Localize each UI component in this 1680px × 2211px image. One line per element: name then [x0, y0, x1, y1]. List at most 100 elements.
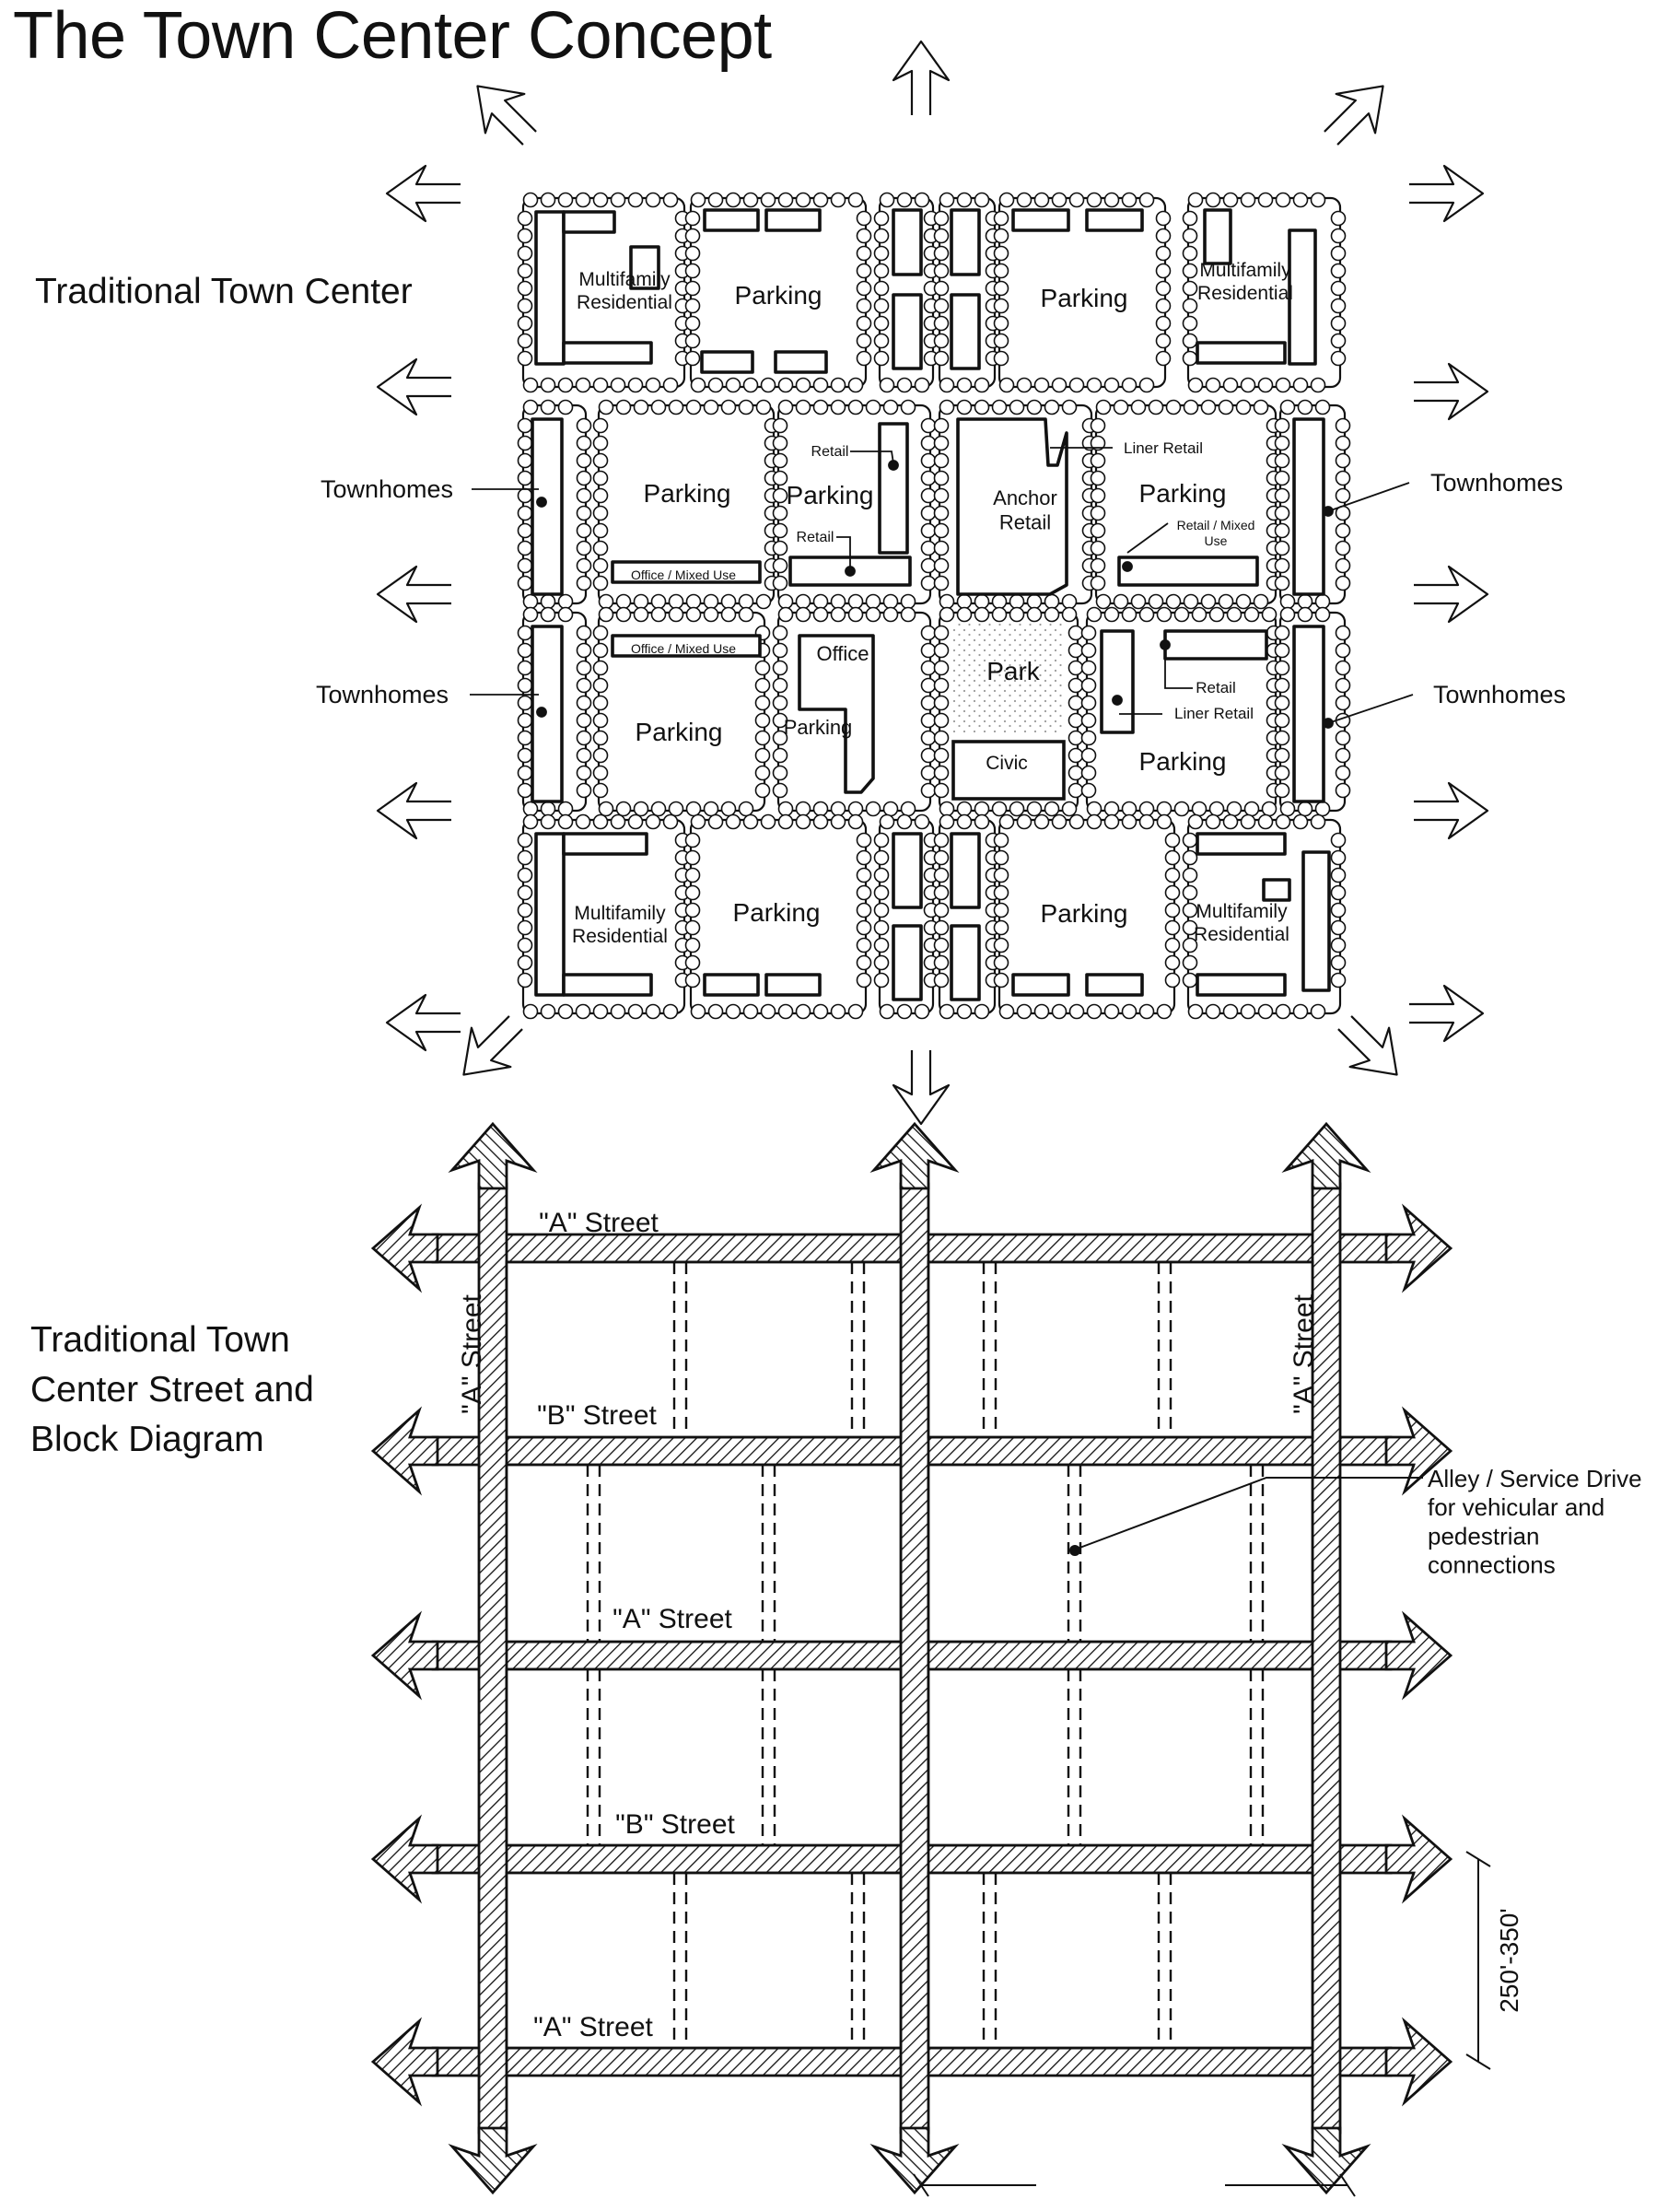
street-tree: [1138, 377, 1155, 393]
street-tree: [557, 801, 574, 817]
street-tree: [1279, 801, 1296, 817]
street-tree: [517, 540, 533, 556]
street-tree: [920, 712, 937, 729]
street-tree: [873, 972, 890, 989]
street-arrow: [1281, 1121, 1371, 1190]
street-tree: [1009, 801, 1025, 817]
street-tree: [777, 192, 794, 208]
street-tree: [873, 832, 890, 848]
street-tree: [879, 813, 895, 830]
street-tree: [598, 801, 614, 817]
street-arrow: [1414, 781, 1489, 840]
street-tree: [1335, 435, 1351, 451]
street-arrow: [462, 1015, 523, 1076]
street-tree: [1033, 192, 1050, 208]
street-tree: [1274, 505, 1290, 521]
street-tree: [592, 677, 609, 694]
street-tree: [720, 606, 737, 623]
street-tree: [1330, 280, 1347, 297]
street-tree: [920, 435, 937, 451]
street-tree: [1016, 192, 1032, 208]
street-arrow: [448, 2126, 538, 2195]
street-tree: [684, 315, 701, 332]
street-tree: [777, 377, 794, 393]
street-tree: [703, 606, 719, 623]
street-block-diagram: "A" Street"B" Street"A" Street"B" Street…: [370, 1121, 1642, 2202]
street-tree: [772, 730, 788, 746]
street-tree: [847, 192, 864, 208]
street-tree: [576, 677, 592, 694]
street-tree: [939, 606, 955, 623]
street-tree: [598, 399, 614, 415]
street-tree: [1061, 606, 1078, 623]
a-street-label-bottom: "A" Street: [533, 2012, 653, 2042]
street-tree: [920, 575, 937, 591]
street-tree: [777, 593, 794, 610]
street-tree: [856, 919, 872, 936]
building-footprint: [562, 341, 653, 365]
street-arrow: [892, 40, 951, 115]
b-street-label-1: "B" Street: [537, 1400, 657, 1431]
building-footprint: [1085, 973, 1144, 997]
street-tree: [576, 417, 592, 434]
street-tree: [1068, 192, 1085, 208]
street-tree: [1086, 1003, 1102, 1020]
street-tree: [1121, 606, 1138, 623]
street-tree: [993, 280, 1009, 297]
street-tree: [1164, 832, 1181, 848]
street-tree: [933, 505, 950, 521]
street-tree: [1068, 1003, 1085, 1020]
street-tree: [575, 192, 591, 208]
street-tree: [1297, 606, 1313, 623]
street-tree: [920, 557, 937, 574]
street-tree: [1090, 417, 1106, 434]
street-tree: [933, 315, 950, 332]
street-tree: [873, 919, 890, 936]
street-tree: [684, 937, 701, 953]
street-tree: [1165, 399, 1182, 415]
city-block: [927, 1667, 1314, 1847]
street-tree: [685, 593, 702, 610]
street-tree: [517, 298, 533, 314]
parking-label: Parking: [1041, 284, 1128, 312]
street-tree: [1330, 867, 1347, 883]
street-tree: [993, 315, 1009, 332]
street-tree: [920, 730, 937, 746]
street-tree: [933, 972, 950, 989]
street-tree: [517, 902, 533, 918]
street-tree: [592, 377, 609, 393]
street-tree: [1164, 884, 1181, 901]
street-tree: [1068, 712, 1084, 729]
street-tree: [1182, 298, 1198, 314]
street-tree: [879, 1003, 895, 1020]
street-tree: [517, 730, 533, 746]
street-tree: [812, 813, 829, 830]
street-tree: [575, 813, 591, 830]
street-tree: [1292, 192, 1309, 208]
city-block: [927, 1260, 1314, 1439]
street-tree: [645, 813, 661, 830]
street-tree: [1155, 280, 1172, 297]
street-tree: [1208, 606, 1225, 623]
street-tree: [914, 192, 930, 208]
street-tree: [1080, 712, 1097, 729]
street-tree: [1275, 1003, 1291, 1020]
building-footprint: [534, 210, 566, 366]
street-tree: [920, 695, 937, 711]
street-tree: [598, 593, 614, 610]
street-tree: [1335, 782, 1351, 799]
street-tree: [1061, 593, 1078, 610]
street-tree: [1044, 399, 1060, 415]
street-tree: [615, 399, 632, 415]
street-tree: [1183, 399, 1199, 415]
plan-buildings: [531, 208, 1331, 1001]
street-arrow: [376, 781, 451, 840]
street-tree: [1335, 695, 1351, 711]
street-tree: [830, 593, 846, 610]
street-tree: [856, 884, 872, 901]
street-tree: [933, 747, 950, 764]
street-arrow: [869, 2126, 960, 2195]
street-tree: [754, 782, 771, 799]
